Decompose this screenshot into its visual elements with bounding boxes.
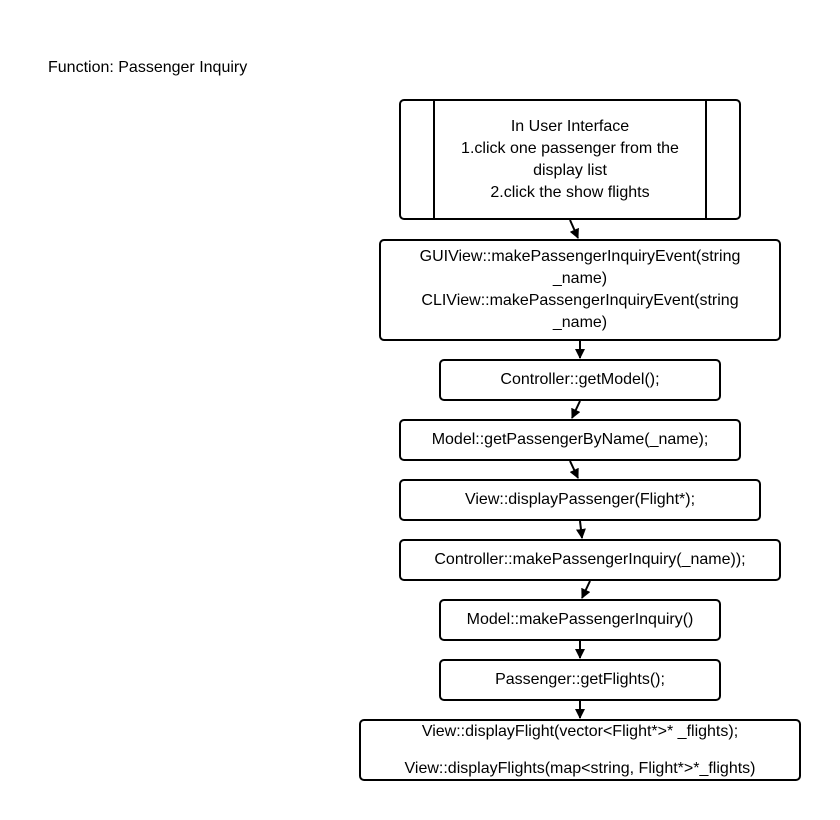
start-line-4: 2.click the show flights [490, 183, 650, 201]
node-get-model: Controller::getModel(); [439, 359, 721, 401]
view-event-line-3: CLIView::makePassengerInquiryEvent(strin… [421, 292, 739, 309]
arrow-1 [569, 219, 579, 239]
node-view-event: GUIView::makePassengerInquiryEvent(strin… [379, 239, 781, 341]
model-inquiry-label: Model::makePassengerInquiry() [466, 611, 694, 628]
node-get-passenger-by-name: Model::getPassengerByName(_name); [399, 419, 741, 461]
node-controller-passenger-inquiry: Controller::makePassengerInquiry(_name))… [399, 539, 781, 581]
right-border-bar [705, 101, 707, 218]
node-model-passenger-inquiry: Model::makePassengerInquiry() [439, 599, 721, 641]
node-display-flights: View::displayFlight(vector<Flight*>* _fl… [359, 719, 801, 781]
arrow-5 [575, 520, 586, 539]
display-flights-line-1: View::displayFlight(vector<Flight*>* _fl… [421, 723, 739, 740]
start-line-1: In User Interface [510, 117, 630, 135]
display-flights-line-2: View::displayFlights(map<string, Flight*… [404, 760, 756, 777]
left-border-bar [433, 101, 435, 218]
arrow-4 [569, 460, 579, 479]
start-node-user-interface: In User Interface 1.click one passenger … [399, 99, 741, 220]
view-event-line-2: _name) [552, 270, 608, 287]
view-event-line-4: _name) [552, 314, 608, 331]
arrow-6 [581, 580, 591, 599]
start-line-2: 1.click one passenger from the [461, 139, 679, 157]
controller-inquiry-label: Controller::makePassengerInquiry(_name))… [434, 551, 746, 568]
node-get-flights: Passenger::getFlights(); [439, 659, 721, 701]
get-passenger-label: Model::getPassengerByName(_name); [431, 431, 709, 448]
get-model-label: Controller::getModel(); [500, 371, 660, 388]
start-line-3: display list [533, 161, 607, 179]
page-title: Function: Passenger Inquiry [48, 59, 248, 76]
display-passenger-label: View::displayPassenger(Flight*); [464, 491, 696, 508]
node-display-passenger: View::displayPassenger(Flight*); [399, 479, 761, 521]
arrow-3 [571, 400, 581, 419]
get-flights-label: Passenger::getFlights(); [495, 671, 665, 688]
view-event-line-1: GUIView::makePassengerInquiryEvent(strin… [419, 248, 741, 265]
